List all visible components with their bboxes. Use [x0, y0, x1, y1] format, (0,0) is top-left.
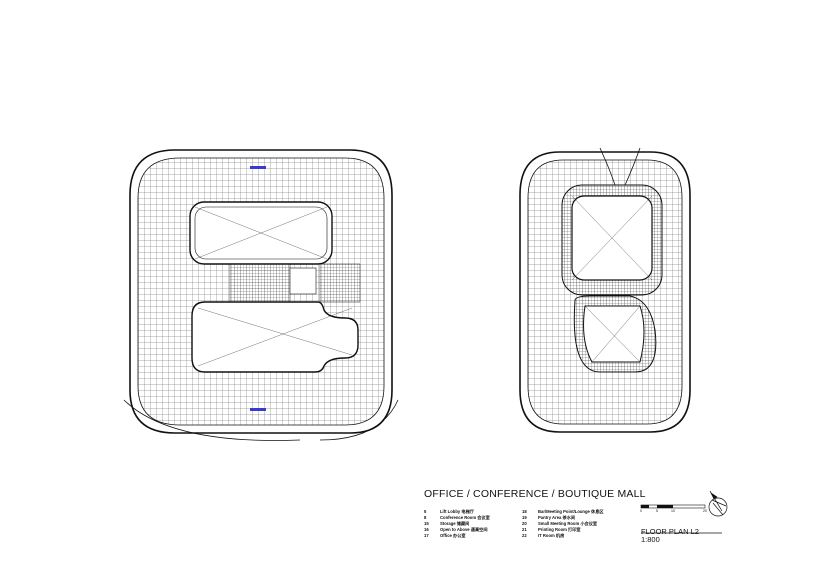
- legend-number: 22: [522, 533, 527, 538]
- legend-label: IT Room 机房: [538, 533, 565, 538]
- legend-number: 8: [424, 515, 427, 520]
- legend-item: 17 Office 办公室: [424, 533, 490, 539]
- legend-label: Pantry Area 茶水间: [538, 515, 576, 520]
- left-building-plan: [123, 149, 399, 441]
- legend-item: 19 Pantry Area 茶水间: [522, 515, 604, 521]
- legend-item: 22 IT Room 机房: [522, 533, 604, 539]
- scale-tick: 0: [640, 509, 642, 513]
- legend-number: 15: [424, 521, 429, 526]
- legend-label: Storage 储藏间: [440, 521, 470, 526]
- plan-title: FLOOR PLAN L2: [641, 527, 699, 536]
- legend-label: Bar/Meeting Point/Lounge 休息区: [538, 509, 604, 514]
- legend-number: 20: [522, 521, 527, 526]
- legend-item: 5 Lift Lobby 电梯厅: [424, 509, 490, 515]
- legend-item: 18 Bar/Meeting Point/Lounge 休息区: [522, 509, 604, 515]
- legend-label: Printing Room 打印室: [538, 527, 581, 532]
- legend-item: 20 Small Meeting Room 小会议室: [522, 521, 604, 527]
- drawing-title: OFFICE / CONFERENCE / BOUTIQUE MALL: [424, 488, 646, 500]
- legend-label: Office 办公室: [440, 533, 466, 538]
- scale-tick: 20: [703, 509, 707, 513]
- legend-label: Lift Lobby 电梯厅: [440, 509, 474, 514]
- legend-label: Small Meeting Room 小会议室: [538, 521, 598, 526]
- scale-bar: [640, 504, 722, 534]
- legend-number: 17: [424, 533, 429, 538]
- legend-number: 19: [522, 515, 527, 520]
- legend-right: 18 Bar/Meeting Point/Lounge 休息区 19 Pantry …: [522, 509, 604, 539]
- legend-item: 21 Printing Room 打印室: [522, 527, 604, 533]
- legend-number: 5: [424, 509, 427, 514]
- legend-item: 8 Conference Room 会议室: [424, 515, 490, 521]
- right-building-plan: [519, 147, 691, 433]
- north-arrow-icon: [708, 490, 728, 517]
- legend-label: Conference Room 会议室: [440, 515, 490, 520]
- scale-tick: 5: [656, 509, 658, 513]
- scale-tick: 10: [671, 509, 675, 513]
- legend-item: 16 Open to Above 通高空间: [424, 527, 490, 533]
- legend-number: 18: [522, 509, 527, 514]
- legend-number: 21: [522, 527, 527, 532]
- legend-number: 16: [424, 527, 429, 532]
- legend-label: Open to Above 通高空间: [440, 527, 488, 532]
- legend-left: 5 Lift Lobby 电梯厅 8 Conference Room 会议室 15 S…: [424, 509, 490, 539]
- legend-item: 15 Storage 储藏间: [424, 521, 490, 527]
- plan-scale: 1:800: [641, 535, 660, 544]
